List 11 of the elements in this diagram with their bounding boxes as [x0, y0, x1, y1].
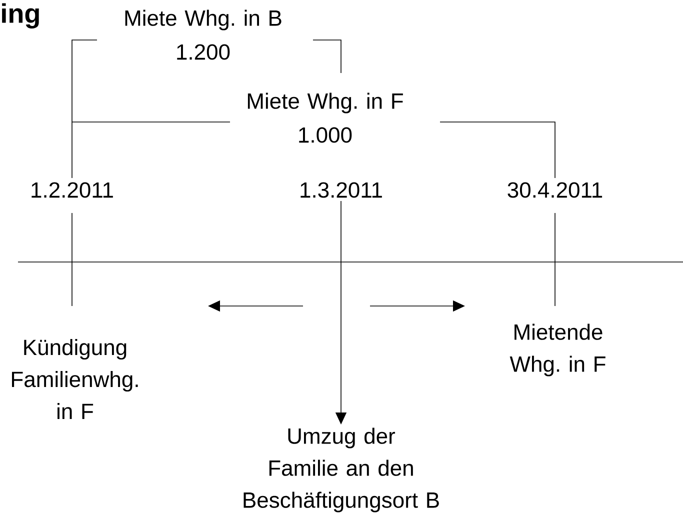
amount-label: 1.200 — [177, 44, 230, 60]
event-label: Kündigung Familienwhg. in F — [12, 339, 138, 419]
event-label: Mietende Whg. in F — [510, 324, 606, 376]
date-label: 1.2.2011 — [32, 182, 113, 198]
rent-label: Miete Whg. in F — [248, 92, 403, 114]
event-label: Umzug der Familie an den Beschäftigungsort B — [244, 428, 439, 512]
amount-label: 1.000 — [299, 127, 352, 143]
rent-label: Miete Whg. in B — [125, 10, 282, 30]
heading: ing — [2, 3, 39, 28]
date-label: 1.3.2011 — [300, 182, 382, 198]
date-label: 30.4.2011 — [508, 182, 602, 198]
